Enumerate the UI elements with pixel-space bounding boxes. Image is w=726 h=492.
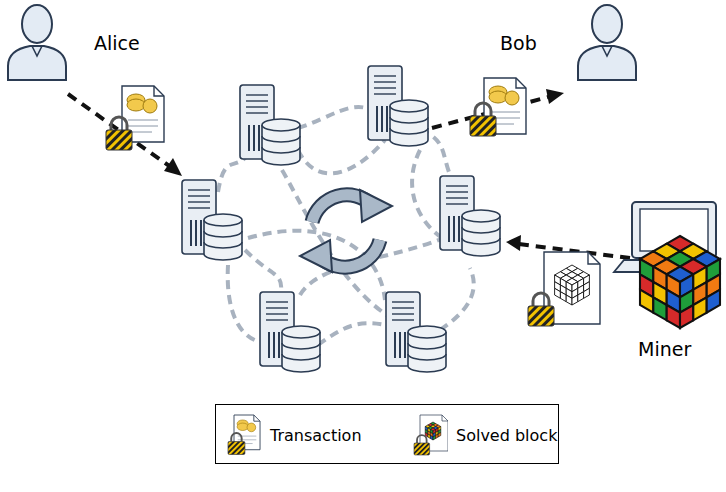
legend-text: Solved block [456,426,557,445]
actor-label: Miner [638,338,691,360]
solved-block-icon [412,413,448,457]
legend-entry: Transaction [226,413,362,457]
legend-entry: Solved block [412,413,557,457]
solved-block-cube [555,265,590,305]
actor-name: Alice [94,32,140,54]
sync-symbol [300,190,392,272]
legend-text: Transaction [270,426,362,445]
actor-name: Bob [500,32,537,54]
actor-label: Alice [94,32,140,54]
rubiks-cube [640,236,720,328]
actor-label: Bob [500,32,537,54]
legend-box: Transaction Solved block [215,404,559,464]
transaction-icon [226,413,262,457]
actor-name: Miner [638,338,691,360]
